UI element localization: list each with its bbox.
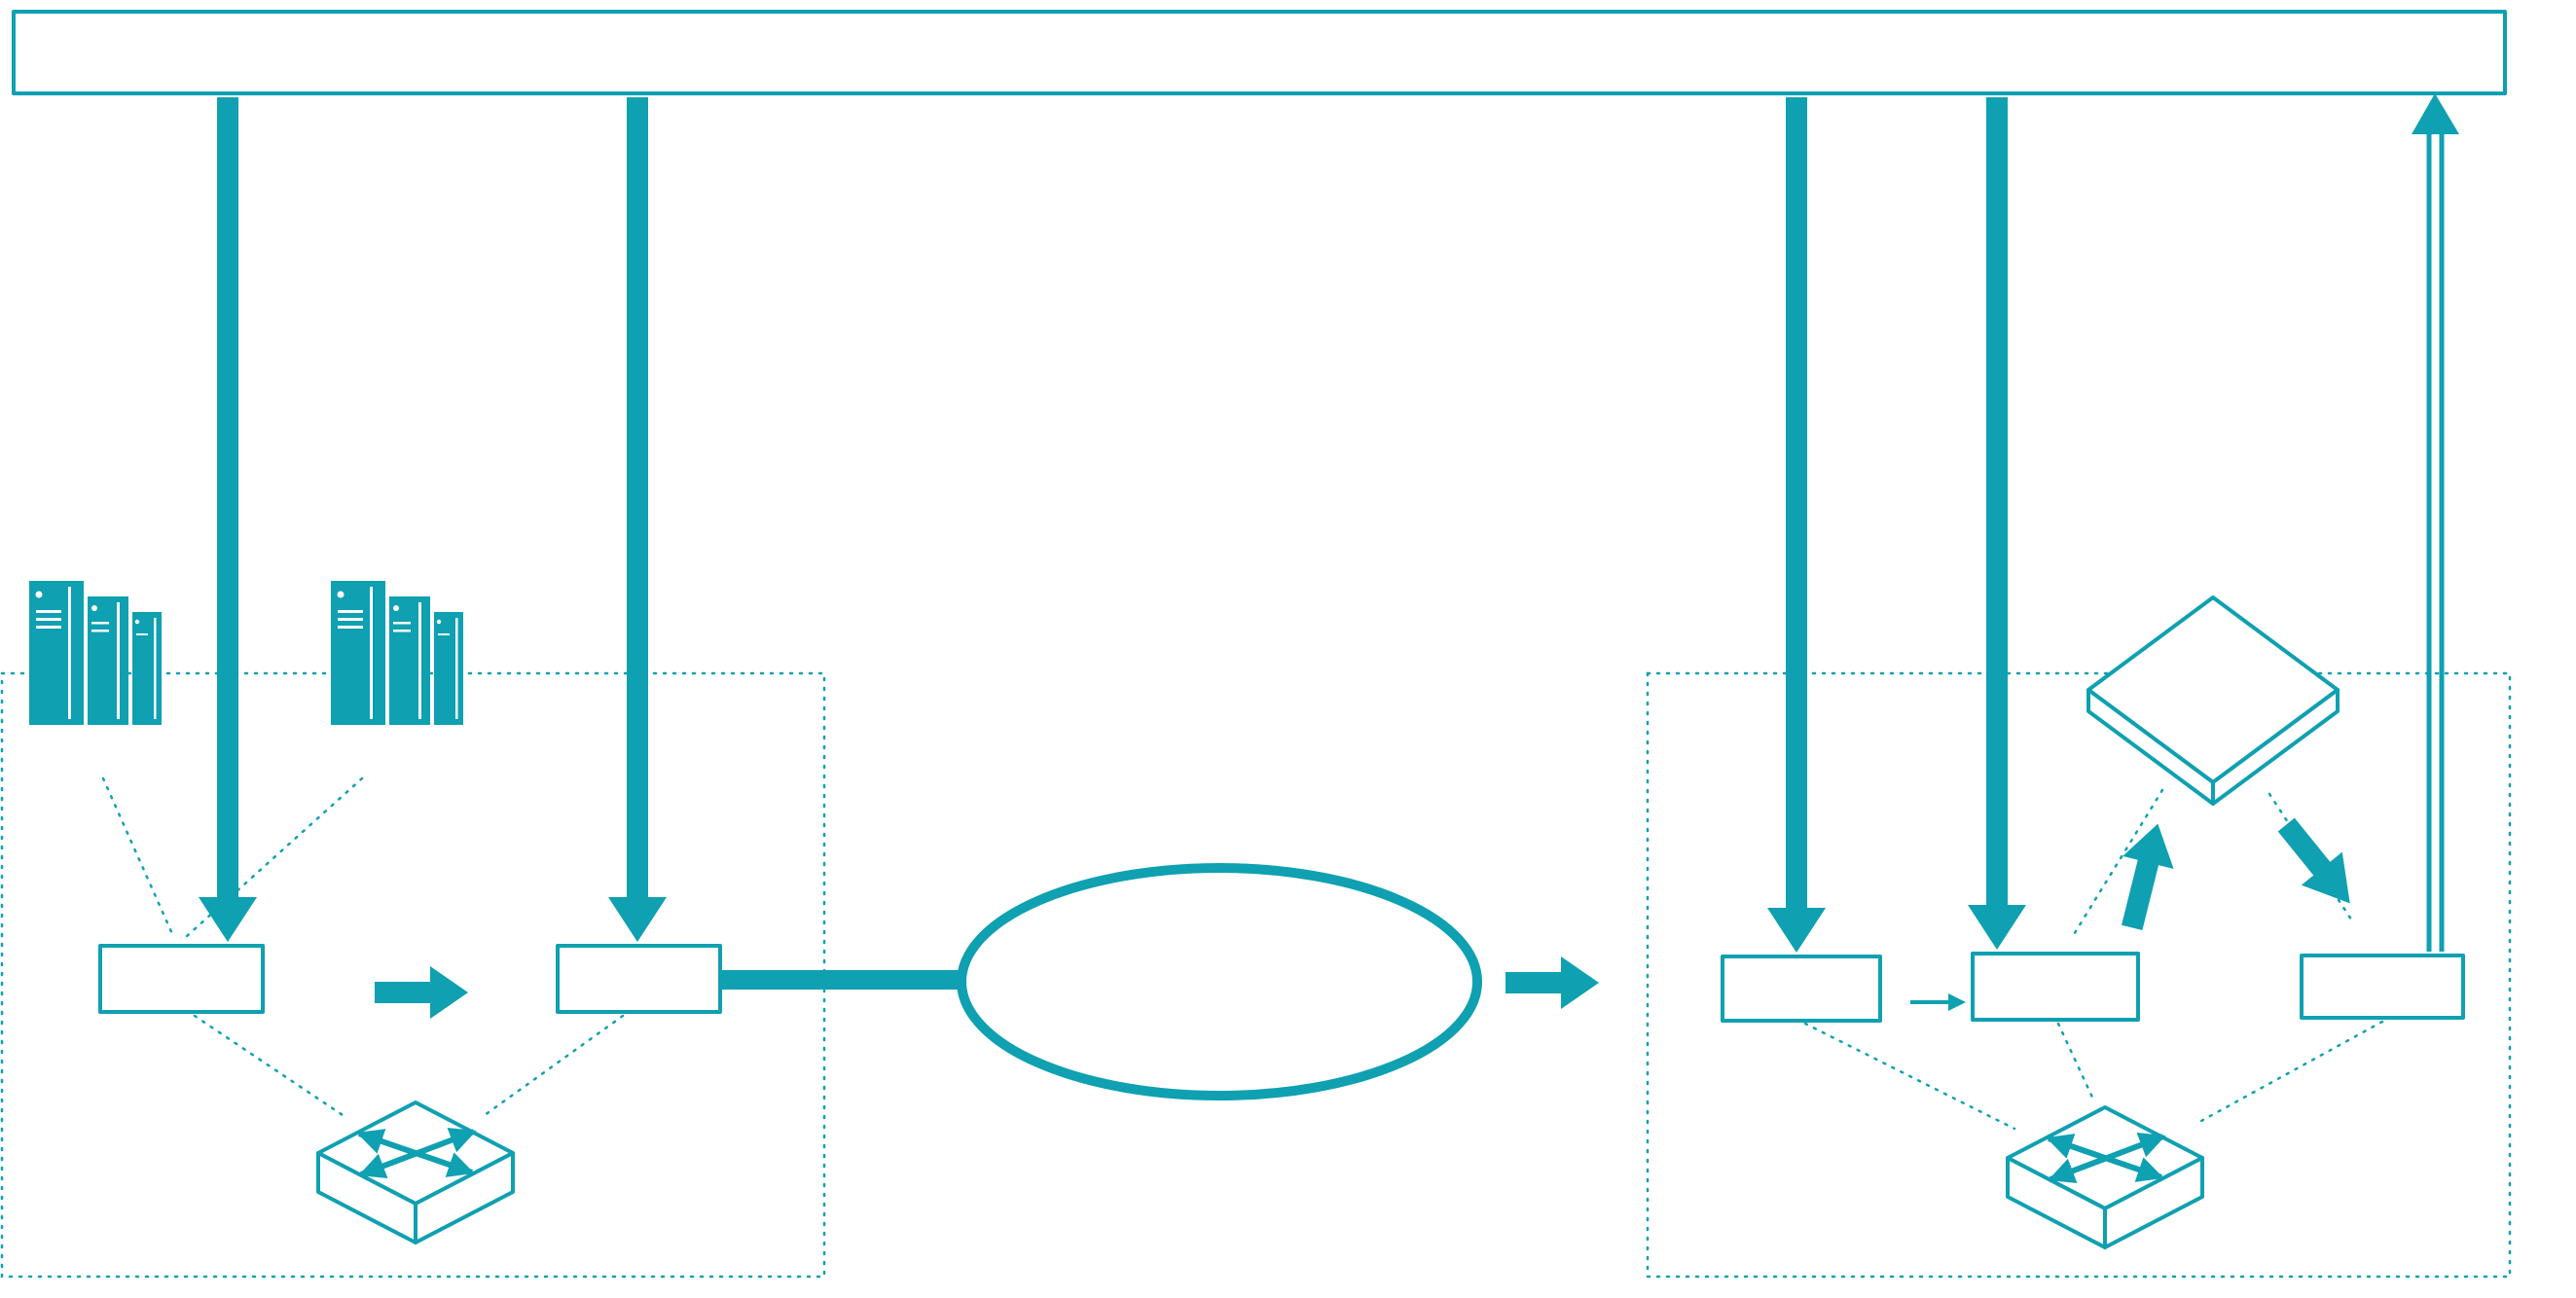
thin-arrow-right <box>1910 993 1966 1011</box>
dotted-connector <box>483 1014 625 1117</box>
dotted-connector <box>1803 1022 2016 1131</box>
flow-arrow-right-left-region <box>375 966 468 1019</box>
server-stack-icon <box>331 581 463 725</box>
dotted-connector <box>2071 788 2164 938</box>
arrow-shape <box>2277 817 2350 904</box>
right-dotted-region <box>1646 671 2512 1279</box>
diamond-platform-icon <box>2086 595 2340 806</box>
thin-arrow-head <box>1948 993 1966 1011</box>
flow-arrow-right-ellipse <box>1506 956 1599 1009</box>
process-box <box>2300 954 2465 1020</box>
left-box-1 <box>98 944 265 1014</box>
top-bar-box <box>12 10 2507 95</box>
flow-arrow-down-4 <box>1968 97 2026 950</box>
return-arrow-head <box>2412 93 2459 134</box>
top-bar <box>12 10 2507 95</box>
dotted-connector <box>193 1014 345 1117</box>
process-box <box>1971 952 2140 1022</box>
thick-connector-line <box>720 970 981 990</box>
flow-arrow-down-3 <box>1767 97 1826 953</box>
dotted-connectors <box>101 776 2384 1131</box>
right-box-2 <box>1971 952 2140 1022</box>
flow-arrow-down-2 <box>608 97 667 942</box>
flow-arrow-up-to-diamond <box>2122 823 2174 931</box>
diamond-top-face <box>2086 595 2340 784</box>
right-box-3 <box>2300 954 2465 1020</box>
network-ellipse <box>957 863 1482 1100</box>
left-box-2 <box>556 944 722 1014</box>
flow-arrow-down-1 <box>199 97 257 942</box>
return-double-arrow <box>2412 93 2459 952</box>
diamond-right-edge <box>2211 688 2340 806</box>
server-stack-icon <box>29 581 162 725</box>
dotted-connector <box>101 776 175 938</box>
ellipse-shape <box>957 863 1482 1100</box>
flow-arrow-down-from-diamond <box>2277 817 2350 904</box>
switch-icon <box>2008 1107 2202 1247</box>
arrow-shape <box>2122 823 2174 931</box>
process-box <box>98 944 265 1014</box>
switch-icon <box>318 1102 513 1243</box>
process-box <box>556 944 722 1014</box>
dotted-connector <box>2199 1020 2384 1123</box>
process-box <box>1721 955 1882 1023</box>
right-box-1 <box>1721 955 1882 1023</box>
dotted-connector <box>2056 1022 2096 1103</box>
